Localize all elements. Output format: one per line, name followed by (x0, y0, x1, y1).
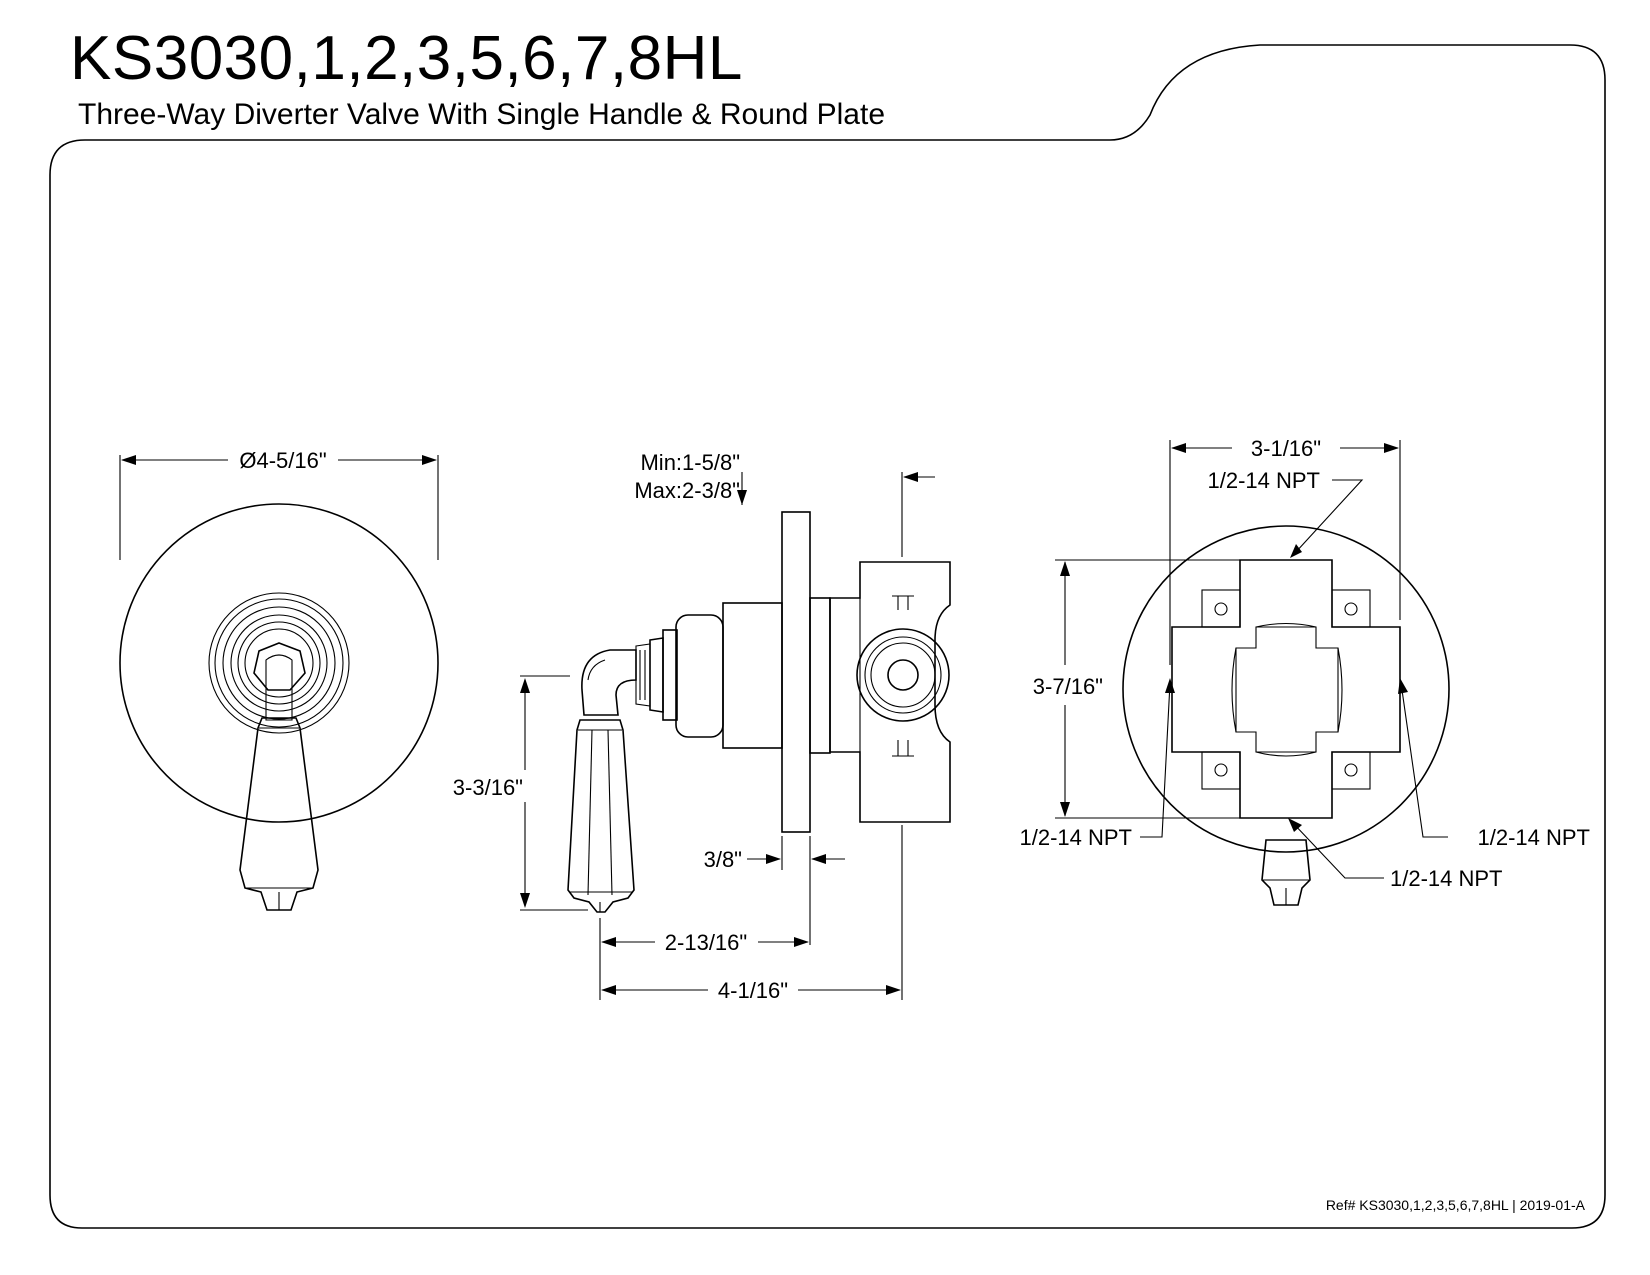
port-left-label: 1/2-14 NPT (1020, 825, 1133, 850)
plate-thickness-label: 3/8" (704, 847, 742, 872)
page-title: KS3030,1,2,3,5,6,7,8HL (70, 24, 743, 93)
rear-plate-outline (1122, 525, 1450, 853)
drawing-frame (49, 44, 1606, 1229)
page-subtitle: Three-Way Diverter Valve With Single Han… (78, 98, 886, 131)
side-outlet (856, 628, 950, 722)
side-view: Min:1-5/8" Max:2-3/8" (453, 450, 951, 1003)
side-lever-handle (567, 719, 635, 913)
reference-text: Ref# KS3030,1,2,3,5,6,7,8HL | 2019-01-A (1326, 1197, 1586, 1213)
handle-to-plate-label: 2-13/16" (665, 930, 747, 955)
plate-diameter-label: Ø4-5/16" (239, 448, 326, 473)
front-view: Ø4-5/16" (119, 448, 439, 911)
valve-body (829, 561, 951, 823)
port-right-label: 1/2-14 NPT (1478, 825, 1591, 850)
rear-valve-body (1171, 559, 1401, 819)
overall-depth-label: 4-1/16" (718, 978, 788, 1003)
handle-height-label: 3-3/16" (453, 775, 523, 800)
body-width-label: 3-1/16" (1251, 436, 1321, 461)
port-top-label: 1/2-14 NPT (1208, 468, 1321, 493)
rear-view: 3-1/16" 1/2-14 NPT 3-7/16" (1020, 436, 1591, 906)
body-height-label: 3-7/16" (1033, 674, 1103, 699)
wall-max-label: Max:2-3/8" (634, 478, 740, 503)
port-bottom-label: 1/2-14 NPT (1390, 866, 1503, 891)
wall-min-label: Min:1-5/8" (640, 450, 740, 475)
mounting-plate (781, 511, 811, 833)
round-plate (119, 503, 439, 823)
front-lever-handle (239, 717, 319, 911)
